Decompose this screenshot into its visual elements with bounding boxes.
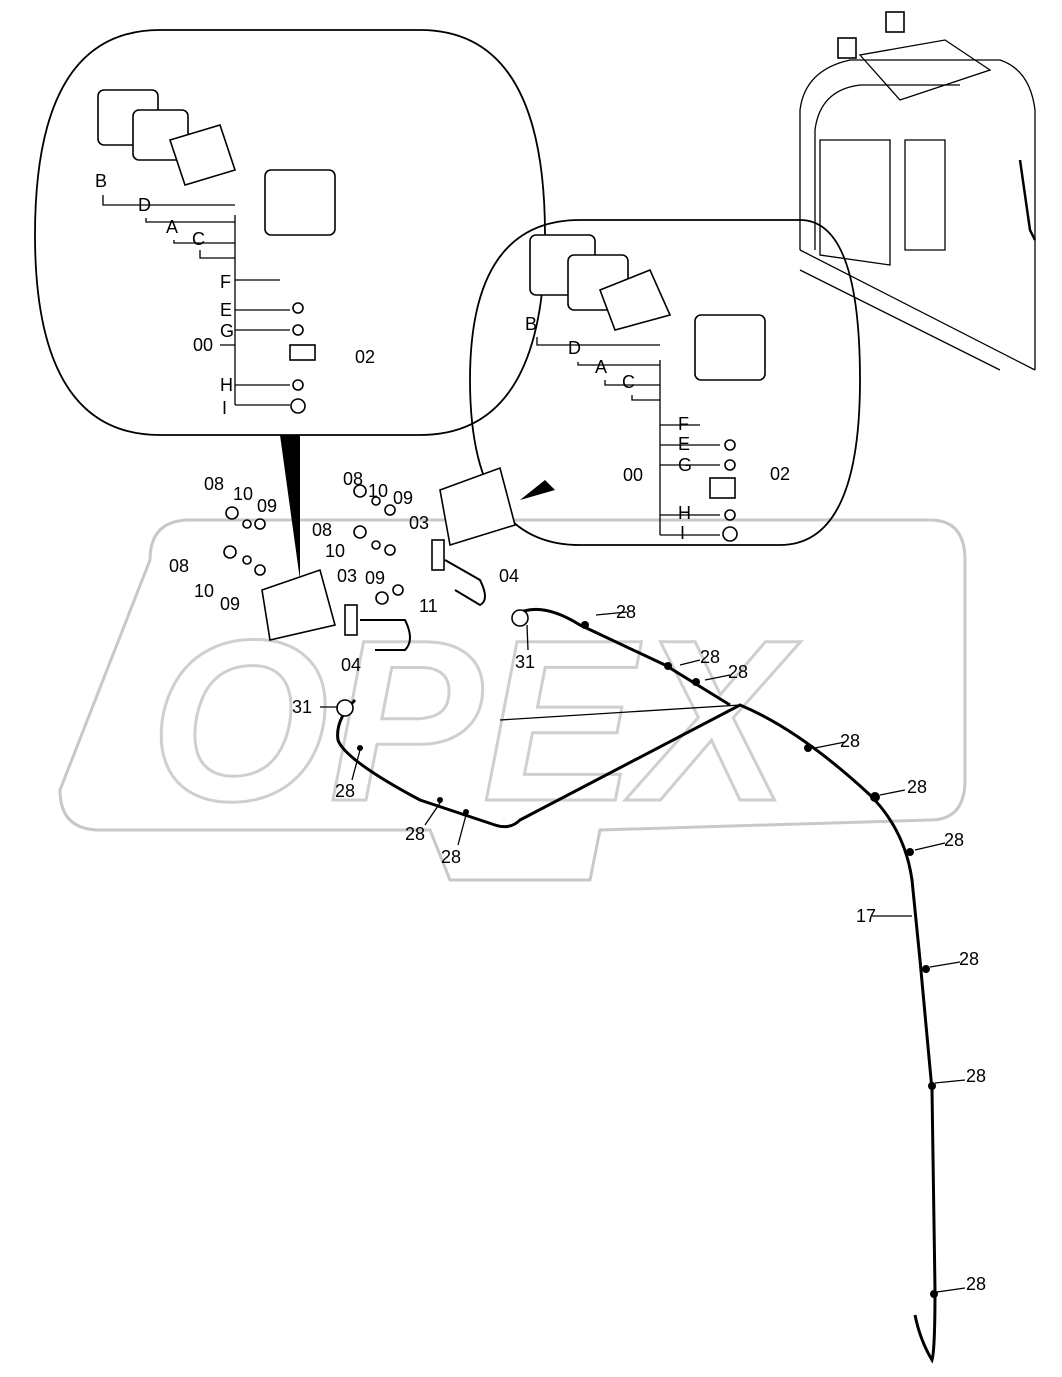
label: 28: [700, 647, 720, 667]
detail-left-labels: B D A C F E G 00 02 H I: [95, 171, 375, 418]
detail-right-labels: B D A C F E G 00 02 H I: [525, 314, 790, 543]
label: F: [220, 272, 231, 292]
label: 10: [368, 481, 388, 501]
label: 10: [233, 484, 253, 504]
label: 28: [840, 731, 860, 751]
label: 10: [194, 581, 214, 601]
label: B: [525, 314, 537, 334]
label: 11: [419, 596, 438, 616]
watermark-text: OPEX: [150, 592, 801, 849]
label: 28: [907, 777, 927, 797]
label: 28: [944, 830, 964, 850]
label: 04: [341, 655, 361, 675]
label: 02: [770, 464, 790, 484]
label: B: [95, 171, 107, 191]
label: 31: [515, 652, 535, 672]
label: H: [678, 503, 691, 523]
label: 09: [257, 496, 277, 516]
label: A: [595, 357, 607, 377]
label: 17: [856, 906, 876, 926]
clip-labels: 28 28 28 28 28 28 28 28 28 28 28 28: [335, 602, 986, 1294]
label: H: [220, 375, 233, 395]
label: D: [568, 338, 581, 358]
label: 28: [966, 1066, 986, 1086]
label: 02: [355, 347, 375, 367]
wire-harness: [320, 607, 966, 1364]
detail-callout-right: [469, 219, 861, 546]
label: 08: [312, 520, 332, 540]
label: 28: [335, 781, 355, 801]
label: 08: [169, 556, 189, 576]
label: G: [678, 455, 692, 475]
label: 28: [441, 847, 461, 867]
label: 28: [959, 949, 979, 969]
label: 28: [616, 602, 636, 622]
work-lamps: [223, 466, 516, 651]
label: 09: [365, 568, 385, 588]
label: 03: [337, 566, 357, 586]
cab-illustration: [799, 11, 1037, 371]
label: 03: [409, 513, 429, 533]
detail-callout-left: [34, 29, 546, 580]
label: E: [678, 434, 690, 454]
label: C: [622, 372, 635, 392]
label: 09: [393, 488, 413, 508]
label: 10: [325, 541, 345, 561]
label: 08: [343, 469, 363, 489]
label: 04: [499, 566, 519, 586]
clip-markers: [357, 621, 938, 1298]
label: I: [680, 523, 685, 543]
label: I: [222, 398, 227, 418]
label: A: [166, 217, 178, 237]
label: G: [220, 321, 234, 341]
part-number-labels: 08 10 09 08 10 09 08 10 09 08 10 09 03 0…: [169, 469, 876, 926]
label: 09: [220, 594, 240, 614]
label: 28: [728, 662, 748, 682]
label: 08: [204, 474, 224, 494]
label: 31: [292, 697, 312, 717]
label: 28: [966, 1274, 986, 1294]
label: F: [678, 414, 689, 434]
label: D: [138, 195, 151, 215]
watermark-logo: OPEX: [58, 518, 967, 882]
label: C: [192, 229, 205, 249]
label: 00: [193, 335, 213, 355]
label: 28: [405, 824, 425, 844]
label: E: [220, 300, 232, 320]
label: 00: [623, 465, 643, 485]
